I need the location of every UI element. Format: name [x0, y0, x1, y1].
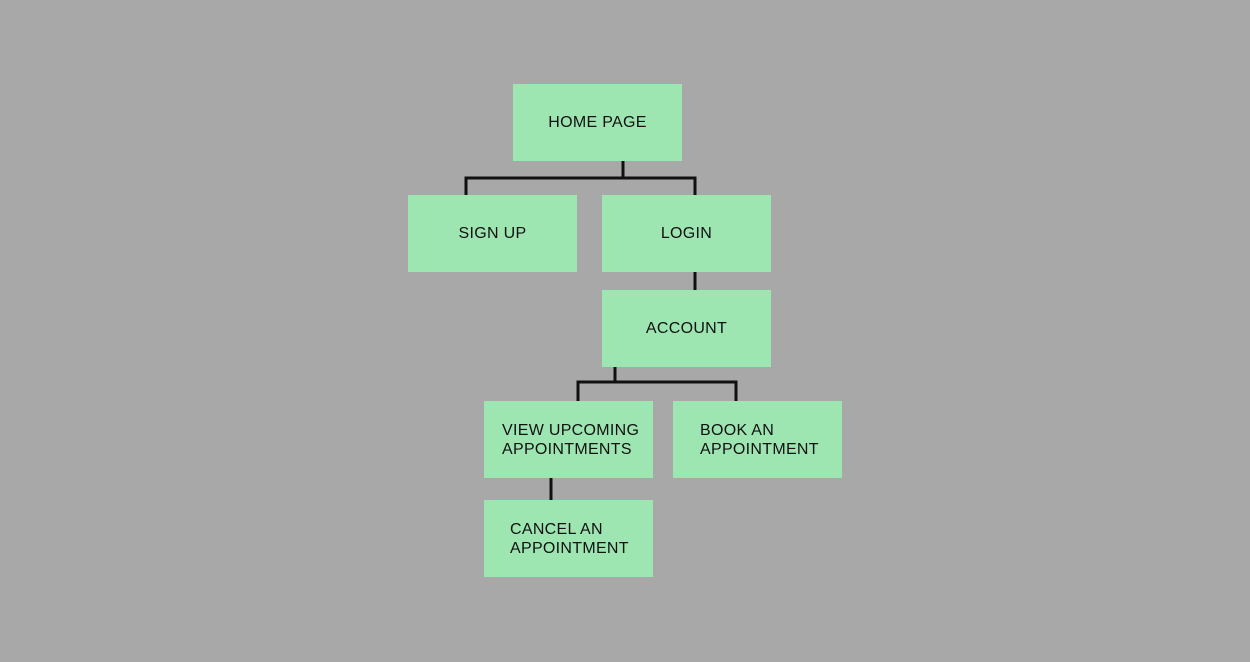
node-sign-up-label: SIGN UP: [458, 225, 527, 242]
node-sign-up: SIGN UP: [408, 195, 577, 272]
node-account-label: ACCOUNT: [645, 320, 728, 337]
node-account: ACCOUNT: [602, 290, 771, 367]
node-login: LOGIN: [602, 195, 771, 272]
node-book-an-appointment: BOOK AN APPOINTMENT: [673, 401, 842, 478]
node-view-upcoming-appointments: VIEW UPCOMING APPOINTMENTS: [484, 401, 653, 478]
node-login-label: LOGIN: [660, 225, 713, 242]
node-view-upcoming-appointments-label: VIEW UPCOMING APPOINTMENTS: [502, 421, 640, 458]
node-cancel-an-appointment-label: CANCEL AN APPOINTMENT: [510, 520, 629, 557]
node-home-page-label: HOME PAGE: [548, 114, 647, 131]
node-cancel-an-appointment: CANCEL AN APPOINTMENT: [484, 500, 653, 577]
node-book-an-appointment-label: BOOK AN APPOINTMENT: [700, 421, 819, 458]
node-home-page: HOME PAGE: [513, 84, 682, 161]
connector-home-children: [464, 176, 697, 195]
connector-account-children: [576, 380, 738, 401]
